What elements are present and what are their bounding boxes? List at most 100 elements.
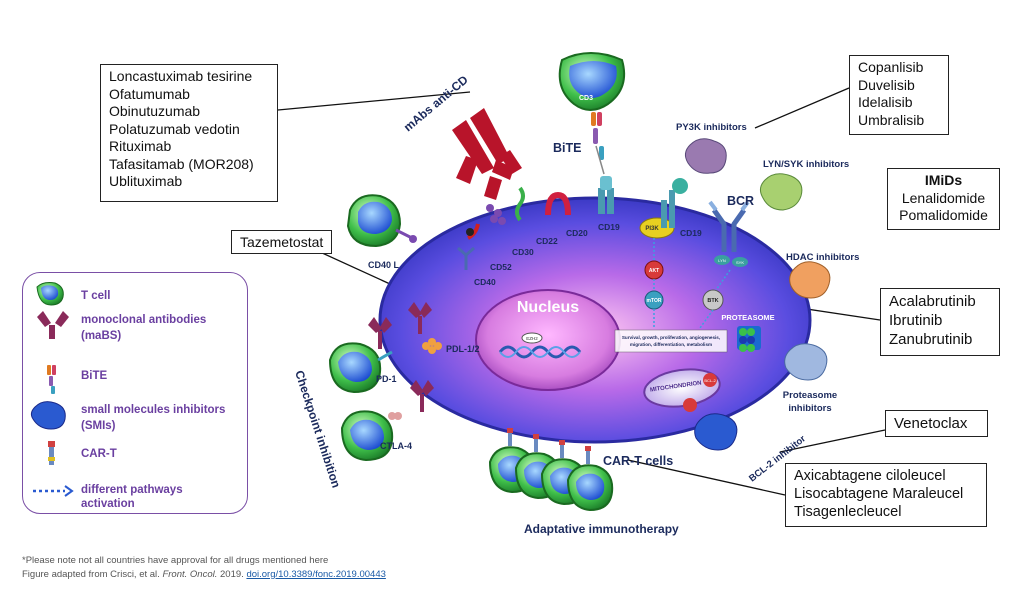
legend-pathway-label-2: activation [81, 498, 135, 510]
adaptative-immunotherapy-label: Adaptative immunotherapy [524, 522, 679, 536]
pd1-label: PD-1 [376, 374, 397, 384]
drug-name: Umbralisib [858, 111, 925, 128]
bite-molecule-icon [591, 112, 605, 175]
drug-name: Rituximab [109, 138, 172, 154]
drug-name: Acalabrutinib [889, 293, 976, 310]
dna-strand-2-icon [499, 346, 581, 358]
proteasome-label: PROTEASOME [721, 313, 774, 322]
cd30-receptor [486, 204, 506, 225]
venetoclax-drug-box: Venetoclax [885, 410, 988, 437]
cd22-label: CD22 [536, 236, 558, 246]
pathway-arrows [653, 238, 731, 329]
btk-drug-box: Acalabrutinib Ibrutinib Zanubrutinib [880, 288, 1000, 356]
drug-name: Tisagenlecleucel [794, 504, 902, 520]
drug-name: Ibrutinib [889, 312, 943, 329]
drug-name: Zanubrutinib [889, 331, 973, 348]
cd52-receptor [466, 223, 480, 240]
cart-cells-label: CAR-T cells [603, 454, 673, 468]
ezh2-label: EZH2 [526, 336, 538, 341]
legend-pathway-label: different pathways [81, 484, 183, 496]
drug-name: Polatuzumab vedotin [109, 120, 240, 137]
tazemetostat-drug-box: Tazemetostat [231, 230, 332, 254]
py3k-inhibitors-label: PY3K inhibitors [676, 122, 747, 133]
legend-icons [30, 282, 74, 497]
lyn-syk-inhibitor-protein-icon [759, 173, 803, 211]
hdac-inhibitor-protein-icon [789, 261, 831, 299]
drug-name: Obinutuzumab [109, 103, 201, 119]
drug-name: Tafasitamab (MOR208) [109, 155, 254, 172]
akt-label: AKT [649, 268, 659, 274]
ctla4-label: CTLA-4 [380, 441, 412, 451]
cd19-right-receptor [661, 178, 688, 228]
legend-bite-label: BiTE [81, 370, 108, 382]
legend-smi-label: small molecules inhibitors [81, 404, 226, 416]
drug-name: Loncastuximab tesirine [109, 68, 253, 84]
bcl2-small-label: BCL-2 [704, 378, 716, 383]
doi-link[interactable]: doi.org/10.3389/fonc.2019.00443 [246, 569, 386, 580]
connector-cart [627, 459, 786, 496]
cd40-label: CD40 [474, 277, 496, 287]
pdl12-label: PDL-1/2 [446, 344, 480, 354]
bcl2-node-2 [683, 398, 697, 412]
cd52-label: CD52 [490, 262, 512, 272]
connector-mabs [277, 91, 471, 111]
mabs-drug-box: Loncastuximab tesirine Ofatumumab Obinut… [100, 64, 278, 202]
antibody-cluster-icon [452, 108, 522, 200]
pd1-t-cell [328, 342, 393, 394]
cd20-receptor [545, 191, 571, 216]
bcr-receptor [708, 200, 750, 267]
small-molecule-icon [30, 401, 66, 430]
btk-label: BTK [707, 298, 718, 304]
legend-mabs-label-2: (maBS) [81, 330, 122, 342]
drug-name: Idelalisib [858, 94, 913, 110]
lyn-syk-inhibitors-label: LYN/SYK inhibitors [763, 159, 849, 170]
drug-name: Venetoclax [894, 415, 968, 432]
cart-cell [566, 464, 614, 512]
hdac-inhibitors-label: HDAC inhibitors [786, 252, 859, 263]
footnote-line-1: *Please note not all countries have appr… [22, 555, 329, 566]
ctla4-t-cell [340, 410, 402, 462]
antibody-icon [37, 311, 69, 339]
legend-cart-label: CAR-T [81, 448, 117, 460]
cd19-right-label: CD19 [680, 228, 702, 238]
drug-name: Ofatumumab [109, 85, 190, 102]
proteasome-inhibitors-label-2: inhibitors [788, 403, 831, 414]
connector-bcl2 [779, 429, 886, 453]
nucleus-label: Nucleus [517, 299, 579, 316]
imids-title: IMiDs [924, 172, 963, 188]
cd19-bite-receptor [598, 176, 614, 214]
pi3k-drug-box: Copanlisib Duvelisib Idelalisib Umbralis… [849, 55, 949, 135]
cd40-receptor [457, 246, 475, 270]
bite-label: BiTE [553, 141, 581, 155]
imids-drug-box: IMiDs Lenalidomide Pomalidomide [887, 168, 1000, 230]
bcl2-node [703, 373, 717, 387]
drug-name: Pomalidomide [899, 207, 988, 223]
dna-strand-icon [498, 345, 582, 359]
survival-box [614, 329, 728, 353]
survival-text-2: migration, differentiation, metabolism [630, 342, 712, 347]
bite-icon [47, 365, 56, 394]
drug-name: Copanlisib [858, 59, 924, 75]
checkpoint-antibodies-icon [368, 302, 434, 412]
cart-cells-group [488, 428, 614, 512]
pi3k-node-label: PI3K [645, 226, 659, 232]
mtor-label: mTOR [647, 298, 662, 304]
cart-drug-box: Axicabtagene ciloleucel Lisocabtagene Ma… [785, 463, 987, 527]
connector-pi3k [754, 87, 850, 129]
cd22-receptor [515, 186, 525, 222]
drug-name: Ublituximab [109, 173, 183, 189]
bite-t-cell [558, 52, 626, 111]
drug-name: Lenalidomide [901, 189, 986, 206]
citation-journal: Front. Oncol. [162, 569, 218, 580]
dotted-arrow-icon [33, 485, 74, 497]
cd19-left-label: CD19 [598, 222, 620, 232]
survival-text-1: Survival, growth, proliferation, angioge… [622, 335, 720, 340]
cd3-label: CD3 [579, 95, 593, 102]
citation-year: 2019. [217, 569, 247, 580]
t-cell-icon [36, 282, 64, 306]
drug-name: Duvelisib [858, 76, 915, 93]
drug-name: Lisocabtagene Maraleucel [794, 486, 964, 502]
bcr-label: BCR [727, 194, 754, 208]
footnote-line-2: Figure adapted from Crisci, et al. Front… [22, 569, 386, 580]
